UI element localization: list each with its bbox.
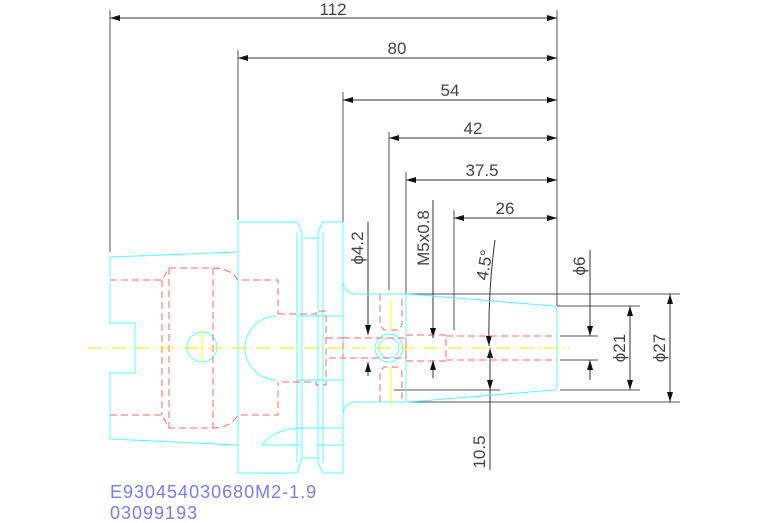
dim-112: 112 — [319, 0, 346, 19]
center-lines — [88, 300, 570, 405]
dim-37-5: 37.5 — [465, 161, 498, 180]
dim-54: 54 — [441, 81, 460, 100]
dim-tip-small: ϕ21 — [610, 334, 629, 362]
part-number: E930454030680M2-1.9 — [110, 482, 318, 502]
dim-tip-large: ϕ27 — [650, 334, 669, 362]
dimension-labels: 112 80 54 42 37.5 26 ϕ4.2 M5x0.8 4.5° ϕ6… — [319, 0, 669, 469]
dim-offset: 10.5 — [470, 435, 489, 468]
dim-26: 26 — [496, 199, 515, 218]
dimension-lines — [110, 15, 673, 470]
dim-bore-dia: ϕ6 — [570, 257, 589, 276]
part-code: 03099193 — [110, 503, 199, 523]
dim-thread: M5x0.8 — [414, 210, 433, 266]
dim-taper-angle: 4.5° — [473, 248, 497, 281]
dim-hole-dia: ϕ4.2 — [348, 231, 367, 264]
dim-80: 80 — [388, 39, 407, 58]
extension-lines — [109, 10, 680, 403]
dim-42: 42 — [464, 119, 483, 138]
